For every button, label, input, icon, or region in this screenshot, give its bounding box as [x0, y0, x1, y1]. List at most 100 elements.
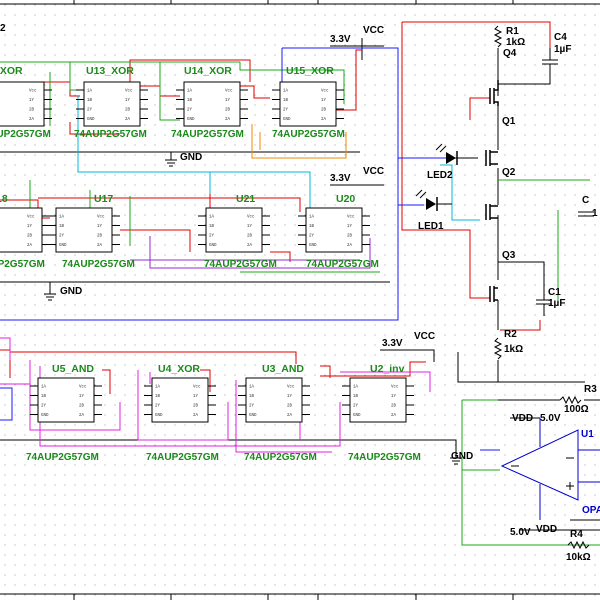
capacitor-c1 [498, 261, 552, 316]
capacitor-c4-value: 1µF [554, 44, 571, 55]
chip-body [205, 207, 263, 253]
chip-name-label: U4_XOR [158, 363, 200, 375]
chip-pin-label-left: 2Y [187, 109, 193, 113]
chip-pin-label-left: GND [59, 244, 67, 248]
chip-pin-label-right: 2B [287, 405, 293, 409]
resistor-r3 [559, 395, 582, 405]
resistor-r4-name: R4 [570, 529, 583, 540]
chip-pin-label-right: 2A [193, 414, 199, 418]
transistor-q1 [485, 150, 498, 166]
chip-part-number: 74AUP2G57GM [306, 259, 379, 270]
wires-purple [130, 236, 371, 269]
chip-pin-label-right: 2A [391, 414, 397, 418]
chip-pin-label-left: 2Y [59, 235, 65, 239]
chip-body [37, 377, 95, 423]
resistor-r3-name: R3 [584, 384, 597, 395]
ground-symbol-top [165, 159, 177, 167]
chip-pin-label-left: 2Y [353, 405, 359, 409]
chip-pin-label-left: 1A [59, 216, 65, 220]
chip-pin-label-right: 2B [321, 109, 327, 113]
chip-part-number: 74AUP2G57GM [348, 452, 421, 463]
chip-pin-label-left: 1A [209, 216, 215, 220]
opamp-vdd-bottom-value: 5.0V [510, 527, 531, 538]
chip-name-label: U20 [336, 193, 355, 205]
chip-pin-label-left: 1B [209, 225, 215, 229]
chip-pin-label-right: 1Y [79, 395, 85, 399]
chip-name-label: U17 [94, 193, 113, 205]
chip-pin-label-left: 1B [41, 395, 47, 399]
chip-pin-label-left: 1A [87, 90, 93, 94]
capacitor-partial [578, 211, 594, 217]
chip-pin-label-right: 1Y [391, 395, 397, 399]
chip-pin-label-right: 2A [125, 118, 131, 122]
chip-pin-label-right: 2A [79, 414, 85, 418]
chip-pin-label-left: 2Y [155, 405, 161, 409]
led1-label: LED1 [418, 221, 444, 232]
chip-pin-label-right: Vcc [125, 90, 133, 94]
wires-black [0, 38, 600, 531]
opamp-vdd-top-value: 5.0V [540, 413, 561, 424]
chip-pin-label-right: 2A [225, 118, 231, 122]
chip-name-label: 18 [0, 193, 8, 205]
chip-pin-label-right: 2B [125, 109, 131, 113]
logic-chips: 1AVcc1B1Y2Y2BGND2A_XOR74AUP2G57GM1AVcc1B… [0, 65, 421, 463]
led2-symbol [435, 143, 478, 165]
chip-name-label: U2_inv [370, 363, 405, 375]
capacitor-c1-name: C1 [548, 287, 561, 298]
opamp-vdd-top-label: VDD [512, 413, 533, 424]
chip-part-number: 74AUP2G57GM [171, 129, 244, 140]
chip-pin-label-left: 1A [353, 386, 359, 390]
wires-red [0, 21, 551, 394]
resistor-r1-value: 1kΩ [506, 37, 525, 48]
chip-part-number: 74AUP2G57GM [146, 452, 219, 463]
chip-pin-label-right: Vcc [247, 216, 255, 220]
transistor-q3-label: Q3 [502, 250, 516, 261]
resistor-r2-name: R2 [504, 329, 517, 340]
chip-pin-label-left: GND [309, 244, 317, 248]
chip-pin-label-left: GND [353, 414, 361, 418]
chip-part-number: 74AUP2G57GM [0, 129, 51, 140]
chip-pin-label-right: 1Y [347, 225, 353, 229]
chip-pin-label-right: Vcc [347, 216, 355, 220]
chip-pin-label-right: 2A [29, 118, 35, 122]
chip-pin-label-right: Vcc [79, 386, 87, 390]
chip-body [183, 81, 241, 127]
chip-part-number: 74AUP2G57GM [244, 452, 317, 463]
power-label-3v3-bottom: 3.3V [382, 338, 403, 349]
power-label-vcc-mid: VCC [363, 166, 384, 177]
chip-pin-label-left: 1A [283, 90, 289, 94]
resistor-r2-value: 1kΩ [504, 344, 523, 355]
chip-body [0, 81, 45, 127]
gnd-label-mid: GND [60, 286, 82, 297]
chip-body [83, 81, 141, 127]
chip-pin-label-right: Vcc [287, 386, 295, 390]
chip-name-label: U14_XOR [184, 65, 232, 77]
chip-pin-label-left: 1A [249, 386, 255, 390]
gnd-label-top: GND [180, 152, 202, 163]
chip-body [245, 377, 303, 423]
ground-symbol-bottom [450, 457, 462, 465]
chip-pin-label-left: 1B [155, 395, 161, 399]
chip-pin-label-left: 1B [87, 99, 93, 103]
chip-pin-label-left: GND [187, 118, 195, 122]
opamp-terminal-signs [511, 457, 574, 490]
wires-cyan [77, 96, 480, 221]
chip-name-label: U3_AND [262, 363, 304, 375]
gnd-label-bottom: GND [451, 451, 473, 462]
chip-pin-label-left: GND [155, 414, 163, 418]
chip-pin-label-left: 1B [309, 225, 315, 229]
corner-reference-label: 2 [0, 23, 6, 34]
chip-pin-label-left: 1A [187, 90, 193, 94]
chip-body [55, 207, 113, 253]
chip-pin-label-left: 2Y [209, 235, 215, 239]
chip-body [0, 207, 43, 253]
chip-pin-label-right: 1Y [321, 99, 327, 103]
led2-label: LED2 [427, 170, 453, 181]
chip-pin-label-left: 1A [309, 216, 315, 220]
chip-pin-label-right: 2B [391, 405, 397, 409]
wires-orange [251, 124, 347, 159]
